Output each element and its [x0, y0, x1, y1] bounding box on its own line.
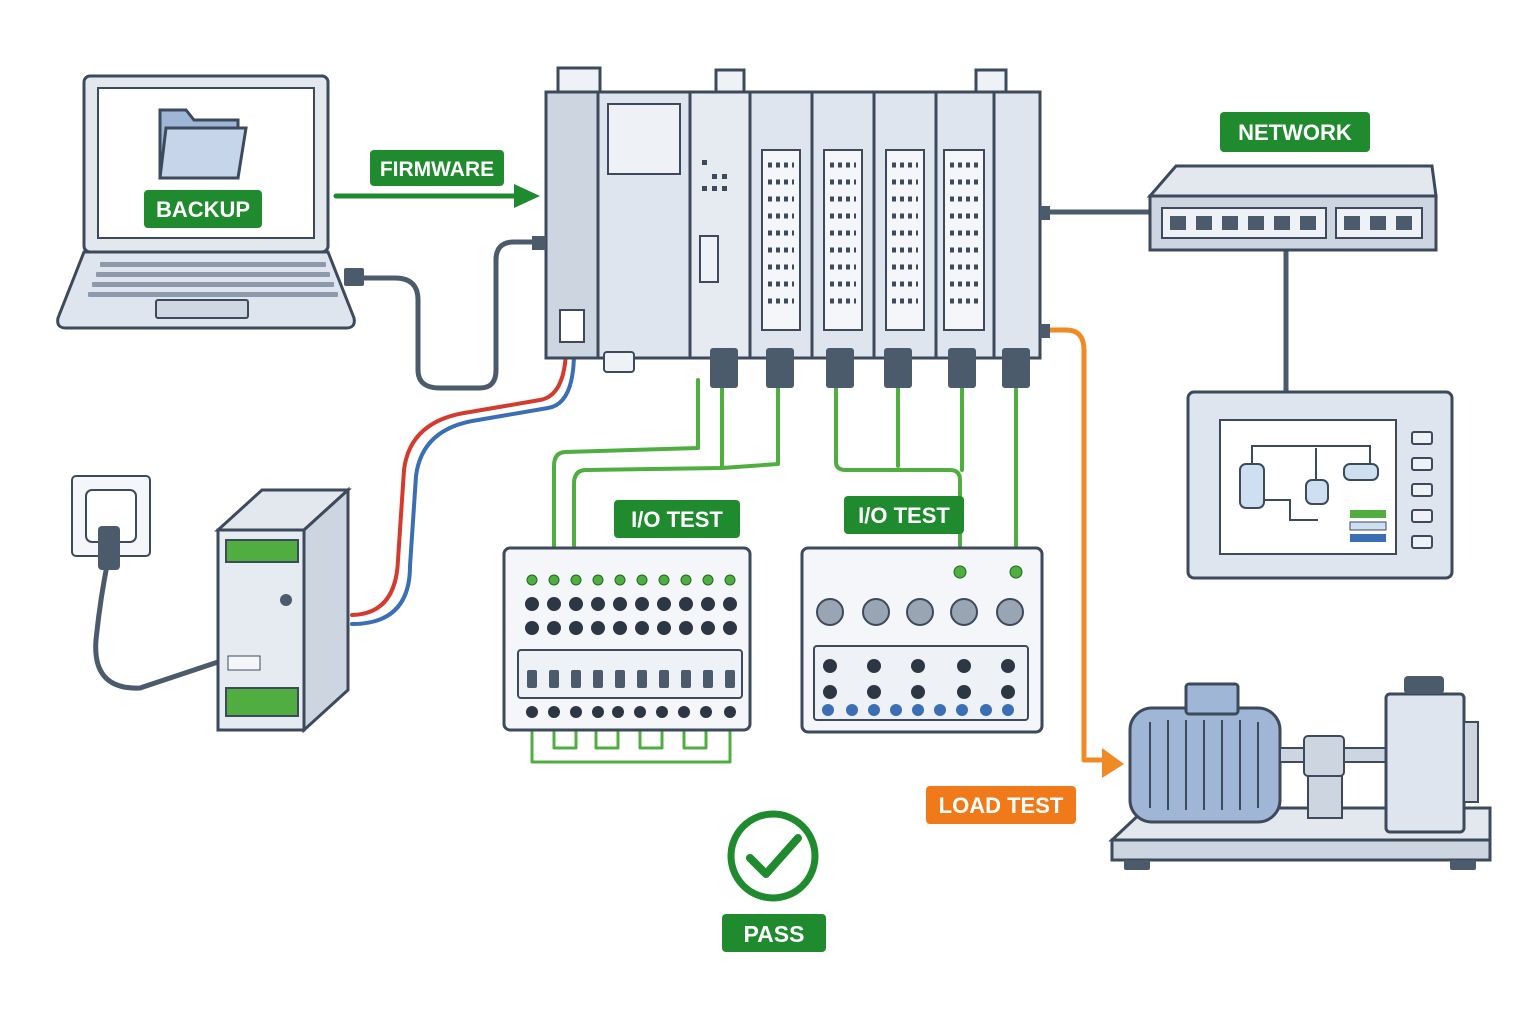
plc-bottom-connectors: [710, 348, 1030, 388]
plc-side-port: [1040, 206, 1050, 220]
hmi-process-graphic: [1239, 445, 1379, 521]
firmware-label-box: [370, 150, 504, 186]
load-adjust-knob: [1404, 676, 1444, 694]
io-wire-3: [720, 378, 780, 470]
hmi-indicator: [1350, 510, 1386, 518]
motor-terminal-box: [1184, 682, 1240, 716]
io-test-label-left-box: [614, 500, 740, 538]
psu-terminals-bottom: [225, 687, 299, 717]
panel-connection-points: [953, 565, 1023, 579]
laptop: [56, 74, 364, 330]
psu-label-plate: [227, 655, 261, 671]
folder-icon: [158, 108, 248, 180]
network-label-box: [1220, 112, 1370, 152]
wall-outlet: [71, 475, 151, 570]
mounting-tab: [714, 68, 746, 92]
pass-label: PASS: [744, 921, 805, 947]
mounting-tab: [556, 66, 602, 92]
io-test-label-left: I/O TEST: [631, 507, 723, 532]
firmware-arrowhead: [514, 184, 540, 208]
bench-base-front: [1110, 838, 1492, 862]
laptop-touchpad: [155, 299, 249, 319]
network-label: NETWORK: [1238, 120, 1352, 145]
bearing-support: [1307, 775, 1343, 819]
load-test-wire: [1045, 327, 1113, 763]
network-switch: [1146, 164, 1438, 252]
terminal-block: [885, 149, 925, 331]
switch-ports: [1170, 216, 1412, 230]
load-test-arrowhead: [1102, 748, 1124, 778]
terminal-block: [761, 149, 801, 331]
checkmark-circle-icon: [727, 810, 819, 902]
io-test-label-right-box: [844, 496, 964, 534]
plc-usb-port: [532, 236, 546, 250]
psu-adjust-knob: [280, 594, 292, 606]
coupling: [1303, 735, 1345, 777]
io-wire-1: [552, 378, 700, 580]
bench-feet: [1124, 860, 1476, 870]
laptop-base: [56, 250, 356, 330]
comm-module: [688, 90, 752, 360]
hmi-panel: [1186, 390, 1454, 580]
laptop-usb-plug: [344, 268, 364, 286]
panel-jacks: [525, 597, 737, 635]
load-unit-side: [1463, 721, 1479, 803]
hmi-indicator: [1349, 521, 1387, 531]
psu-terminals-top: [225, 539, 299, 563]
cpu-latch: [603, 351, 635, 373]
io-wire-2: [572, 378, 724, 580]
blue-jacks: [822, 704, 1014, 716]
analog-jacks: [823, 659, 1015, 699]
toggle-switches: [527, 670, 735, 688]
load-test-label-box: [926, 786, 1076, 824]
backup-label: BACKUP: [156, 197, 250, 222]
motor-load-bench: [1108, 676, 1492, 870]
comm-leds: [702, 160, 727, 191]
io-test-label-right: I/O TEST: [858, 503, 950, 528]
power-cable: [93, 557, 221, 691]
potentiometer-knobs: [816, 598, 1024, 626]
mounting-tab: [974, 68, 1008, 92]
jumper-wires: [530, 710, 732, 764]
cables: [93, 184, 1289, 778]
io-wire-4: [834, 378, 962, 572]
red-power-wire: [350, 350, 568, 617]
bottom-jacks: [526, 706, 736, 718]
cpu-panel: [607, 103, 681, 175]
switch-port-group: [1161, 207, 1327, 239]
load-test-label: LOAD TEST: [939, 793, 1064, 818]
io-modules: [748, 90, 1042, 360]
plc-rack: [532, 66, 1050, 388]
hmi-indicator: [1350, 534, 1386, 542]
terminal-block: [823, 149, 863, 331]
plc-side-port: [1040, 324, 1050, 338]
io-test-panel-left: [502, 546, 752, 732]
load-unit: [1384, 692, 1466, 834]
usb-cable: [357, 239, 543, 391]
laptop-keyboard: [88, 262, 338, 297]
power-module: [544, 90, 600, 360]
switch-top: [1146, 164, 1438, 198]
blue-power-wire: [350, 350, 576, 626]
comm-port: [699, 235, 719, 283]
firmware-label: FIRMWARE: [380, 158, 494, 181]
io-module-5: [992, 90, 1042, 360]
pass-label-box: [722, 914, 826, 952]
io-test-panel-right: [800, 546, 1044, 734]
power-supply: [214, 486, 352, 734]
labels: BACKUP FIRMWARE NETWORK I/O TEST I/O TES…: [144, 112, 1370, 952]
motor-fins: [1149, 720, 1259, 810]
power-module-connector: [559, 309, 585, 343]
psu-side: [302, 486, 350, 734]
hmi-buttons: [1411, 431, 1433, 549]
backup-label-box: [144, 190, 262, 228]
power-plug: [98, 526, 120, 570]
panel-leds: [526, 574, 736, 586]
